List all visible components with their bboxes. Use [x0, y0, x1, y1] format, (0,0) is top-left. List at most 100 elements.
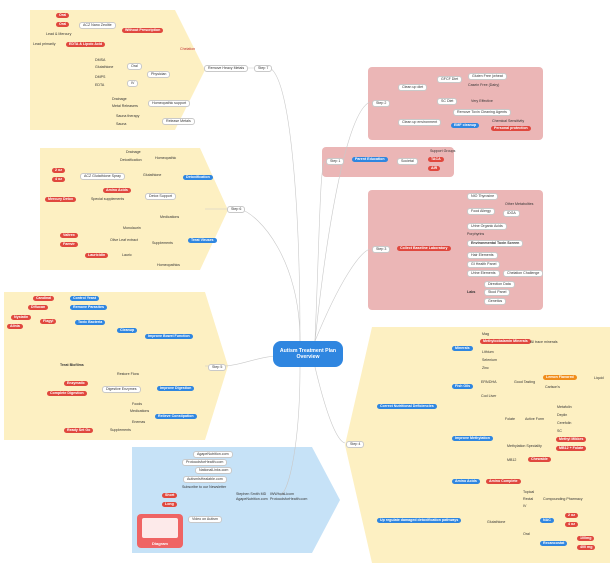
resource-short[interactable]: Short: [162, 493, 178, 498]
step7-edta-lipoic[interactable]: EDTA & Lipoic Acid: [66, 42, 106, 47]
step4-good-tasting: Good Tasting: [514, 380, 536, 384]
step3-urine-organic[interactable]: Urine Organic Acids: [467, 223, 507, 230]
resource-link-national[interactable]: NationalLinks.com: [195, 467, 233, 474]
step4-badge[interactable]: Step 4: [346, 441, 365, 448]
step4-100mg[interactable]: 100mg: [577, 536, 595, 541]
step4-4oz[interactable]: 4 oz: [565, 522, 578, 527]
step5-diflucan[interactable]: Diflucan: [28, 305, 49, 310]
step1-societal[interactable]: Societal: [397, 158, 418, 165]
step5-control-yeast[interactable]: Control Yeast: [70, 296, 100, 301]
step1-air[interactable]: AIR: [428, 166, 441, 171]
step4-nac[interactable]: NAC: [540, 518, 554, 523]
step7-iv[interactable]: IV: [127, 80, 139, 87]
step4-recancostat[interactable]: Recancostat: [540, 541, 568, 546]
step4-amino-complete[interactable]: Amino Complete: [486, 479, 521, 484]
step4-zinc: Zinc: [482, 366, 489, 370]
step2-gluten-free[interactable]: Gluten Free (wheat: [468, 73, 507, 80]
step7-oral-1[interactable]: Oral: [56, 13, 70, 18]
step4-improve-methylation[interactable]: Improve Methylation: [452, 436, 493, 441]
step5-improve-bowel[interactable]: Improve Bowel Function: [145, 334, 193, 339]
step4-minerals[interactable]: Minerals: [452, 346, 473, 351]
step6-lauricidin[interactable]: Lauricidin: [85, 253, 109, 258]
step4-up-regulate[interactable]: Up regulate damaged detoxification pathw…: [377, 518, 462, 523]
step7-homeopathic-support[interactable]: Homeopathic support: [148, 100, 191, 107]
step2-badge[interactable]: Step 2: [372, 100, 391, 107]
step5-cleanup[interactable]: Cleanup: [117, 328, 138, 333]
step6-detox-support[interactable]: Detox Support: [145, 193, 176, 200]
step3-idga[interactable]: IDGA: [503, 210, 520, 217]
step3-gi-panel[interactable]: GI Health Panel: [467, 261, 501, 268]
step4-correct-nutritional[interactable]: Correct Nutritional Deficiencies: [377, 404, 437, 409]
step2-clean-diet[interactable]: Clean up diet: [398, 84, 428, 91]
step2-gfcf[interactable]: GFCF Diet: [437, 76, 463, 83]
step3-nio[interactable]: NIO Thyrosine: [467, 193, 499, 200]
resource-diagram-thumbnail[interactable]: Diagram: [137, 514, 183, 548]
step3-collect-baseline[interactable]: Collect Baseline Laboratory: [397, 246, 451, 251]
step3-direction-data[interactable]: Direction Data: [484, 281, 515, 288]
step1-taca[interactable]: TACA: [428, 157, 444, 162]
step3-food-allergy[interactable]: Food Allergy: [467, 208, 495, 215]
step5-relieve-constipation[interactable]: Relieve Constipation: [155, 414, 197, 419]
step6-2oz[interactable]: 2 oz: [52, 168, 65, 173]
step5-digestive-enzymes[interactable]: Digestive Enzymes: [102, 386, 141, 393]
resource-video[interactable]: Video on Autism: [188, 516, 222, 523]
step5-candinal[interactable]: Candinal: [33, 296, 55, 301]
step7-oral-phys[interactable]: Oral: [127, 63, 142, 70]
central-topic[interactable]: Autism Treatment Plan Overview: [273, 341, 343, 367]
step4-amino-acids[interactable]: Amino Acids: [452, 479, 480, 484]
step7-badge[interactable]: Step 7: [254, 65, 273, 72]
step2-personal-protection[interactable]: Personal protection: [491, 126, 531, 131]
step5-complete-digestion[interactable]: Complete Digestion: [47, 391, 87, 396]
step4-methyl-mikkes[interactable]: Methyl Mikkes: [556, 437, 587, 442]
step6-famvir[interactable]: Famvir: [60, 242, 78, 247]
step3-badge[interactable]: Step 3: [372, 246, 391, 253]
step6-valtrex[interactable]: Valtrex: [60, 233, 78, 238]
step5-ready-set-go[interactable]: Ready Set Go: [64, 428, 94, 433]
step4-methylcobalamin-minerals[interactable]: Methylcobalamin Minerals: [480, 339, 531, 344]
step3-env-toxin[interactable]: Environmental Toxin Screen: [467, 240, 524, 247]
step4-carlsons: Carlson's: [545, 385, 560, 389]
step6-acz-spray[interactable]: ACZ Glutathione Spray: [80, 173, 125, 180]
step3-chelation-challenge[interactable]: Chelation Challenge: [503, 270, 544, 277]
step5-alinia[interactable]: Alinia: [7, 324, 23, 329]
step4-chewable[interactable]: Chewable: [528, 457, 551, 462]
step7-oral-2[interactable]: Oral: [56, 22, 70, 27]
step3-stool-panel[interactable]: Stool Panel: [484, 289, 511, 296]
step6-treat-viruses[interactable]: Treat Viruses: [188, 238, 217, 243]
step6-mercury-detox[interactable]: Mercury Detox: [45, 197, 76, 202]
step2-remove-toxins[interactable]: Remove Toxin Cleaning Agents: [453, 109, 511, 116]
step5-nystatin[interactable]: Nystatin: [11, 315, 32, 320]
step7-physician[interactable]: Physician: [147, 71, 171, 78]
step5-improve-digestion[interactable]: Improve Digestion: [157, 386, 195, 391]
step5-enzymatic[interactable]: Enzymatic: [64, 381, 88, 386]
step5-flagyl[interactable]: Flagyl: [40, 319, 57, 324]
step1-parent-education[interactable]: Parent Education: [352, 157, 388, 162]
resource-link-protocols[interactable]: ProtocolsforHealth.com: [182, 459, 228, 466]
step7-nano-zeolite[interactable]: ACZ Nano Zeolite: [79, 22, 116, 29]
step5-remove-parasites[interactable]: Remove Parasites: [70, 305, 107, 310]
step4-lemon-flavored[interactable]: Lemon Flavored: [543, 375, 577, 380]
step3-genetics[interactable]: Genetics: [484, 298, 507, 305]
step6-4oz[interactable]: 4 oz: [52, 177, 65, 182]
step4-2oz[interactable]: 2 oz: [565, 513, 578, 518]
step6-detoxification[interactable]: Detoxification: [183, 175, 213, 180]
resource-link-healable[interactable]: AutismIsHealable.com: [183, 476, 227, 483]
step1-badge[interactable]: Step 1: [326, 158, 345, 165]
step5-badge[interactable]: Step 5: [208, 364, 227, 371]
step6-amino-acids[interactable]: Amino Acids: [103, 188, 131, 193]
step3-hair[interactable]: Hair Elements: [467, 252, 498, 259]
step6-badge[interactable]: Step 6: [227, 206, 246, 213]
step3-urine-elements[interactable]: Urine Elements: [467, 270, 500, 277]
step7-without-prescription[interactable]: Without Prescription: [122, 28, 164, 33]
resource-link-agape[interactable]: AgapeNutrition.com: [193, 451, 233, 458]
step4-400mg[interactable]: 400 mg: [577, 545, 596, 550]
step2-clean-env[interactable]: Clean up environment: [398, 119, 442, 126]
step2-sc-diet[interactable]: SC Diet: [437, 98, 458, 105]
step7-topic[interactable]: Remove Heavy Metals: [204, 65, 249, 72]
step4-fish-oils[interactable]: Fish Oils: [452, 384, 474, 389]
step7-release-metals[interactable]: Release Metals: [162, 118, 195, 125]
resource-long[interactable]: Long: [162, 502, 177, 507]
step5-toxic-bacteria[interactable]: Toxic Bacteria: [75, 320, 106, 325]
step2-emf-cleanup[interactable]: EMF cleanup: [451, 123, 480, 128]
step4-mb12-folate[interactable]: MB12 + Folate: [556, 446, 587, 451]
